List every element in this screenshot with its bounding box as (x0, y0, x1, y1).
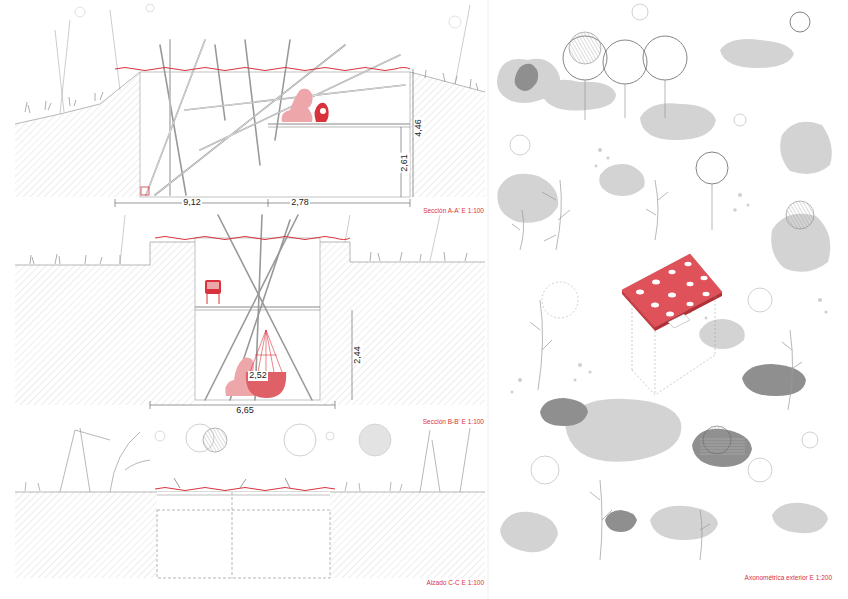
drawing-title: Alzado C-C E 1:100 (427, 579, 484, 586)
drawing-title: Sección B-B' E 1:100 (423, 418, 484, 425)
dimension-label: 9,12 (182, 198, 202, 208)
section-a (15, 4, 485, 207)
dimension-label: 4,46 (414, 118, 424, 138)
drawing-title: Axonométrica exterior E 1:200 (745, 574, 832, 581)
dimension-label: 2,44 (353, 345, 363, 365)
dimension-label: 2,78 (290, 198, 310, 208)
red-canopy (622, 254, 722, 395)
axonometric-view (497, 4, 832, 560)
dimension-label: 2,61 (400, 153, 410, 173)
dimension-label: 2,52 (248, 371, 268, 381)
dimension-label: 6,65 (235, 406, 255, 416)
section-b (15, 215, 485, 409)
drawing-title: Sección A-A' E 1:100 (423, 207, 484, 214)
elevation-c (15, 424, 485, 578)
